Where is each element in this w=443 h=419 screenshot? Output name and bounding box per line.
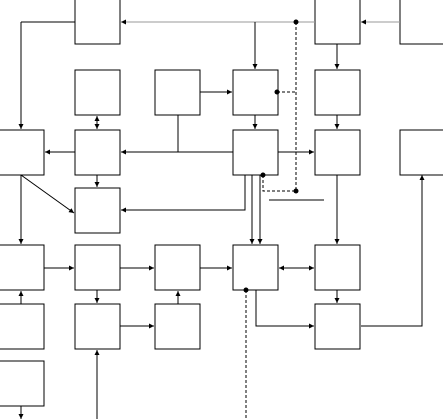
blocks [0,0,443,407]
block-r7-c0 [0,360,45,407]
block-r5-c1 [74,244,121,291]
block-r5-c4 [314,244,361,291]
connectors [18,44,425,419]
block-r5-c3 [232,244,279,291]
block-r5-c2 [154,244,201,291]
block-r6-c4 [314,303,361,350]
block-r2-c3 [232,69,279,116]
block-top-left [74,0,121,45]
dashed-lines [245,22,297,419]
block-r3-c3 [232,129,279,176]
top-feed-line [18,19,400,129]
junction-dots [243,19,299,293]
block-r3-c4 [314,129,361,176]
block-r3-c1 [74,129,121,176]
block-r6-c1 [74,303,121,350]
block-r5-c0 [0,244,45,291]
block-r4-c1 [74,187,121,234]
block-top-right-mid [314,0,361,45]
block-top-far-right [399,0,443,45]
block-r2-c2 [154,69,201,116]
block-r3-c5 [399,129,443,176]
block-r6-c2 [154,303,201,350]
block-r6-c0 [0,303,45,350]
block-r2-c1 [74,69,121,116]
block-r2-c4 [314,69,361,116]
block-r3-c0 [0,129,45,176]
